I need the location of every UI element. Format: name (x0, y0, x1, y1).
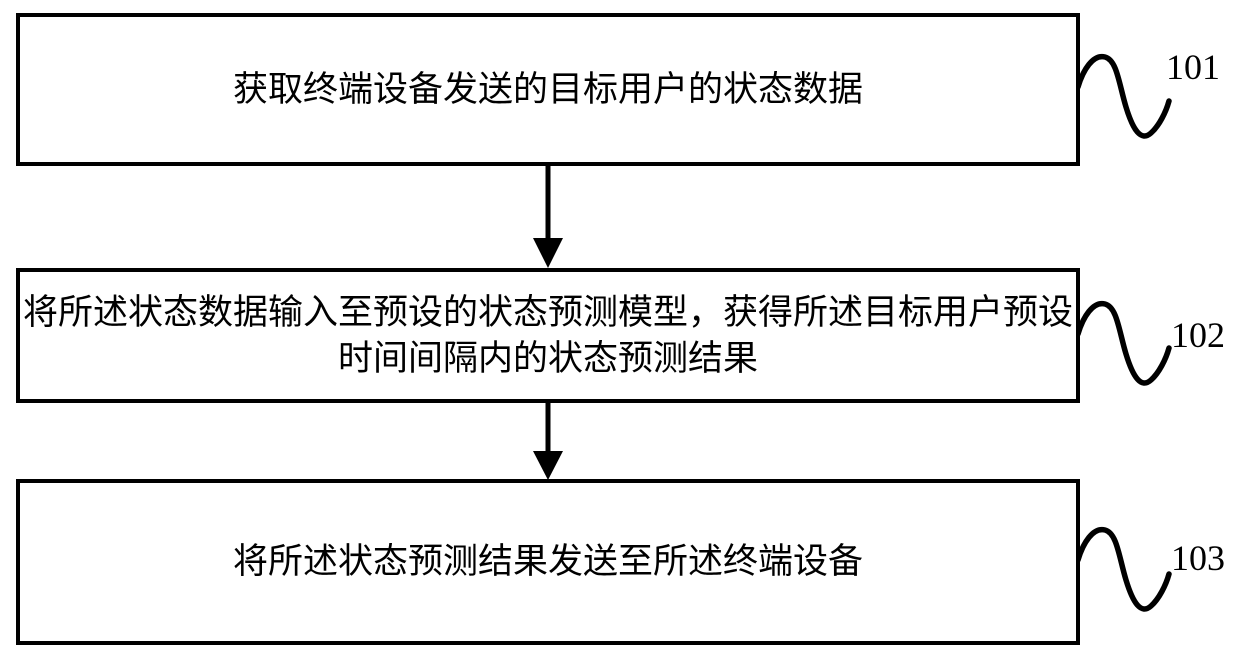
step-box-102: 将所述状态数据输入至预设的状态预测模型，获得所述目标用户预设 时间间隔内的状态预… (16, 268, 1080, 403)
step-101-text: 获取终端设备发送的目标用户的状态数据 (232, 69, 863, 109)
squiggle-icon (1076, 53, 1172, 139)
squiggle-icon (1076, 300, 1172, 386)
down-arrow-icon (533, 164, 563, 268)
step-box-101: 获取终端设备发送的目标用户的状态数据 (16, 13, 1080, 166)
step-102-text-line-1: 将所述状态数据输入至预设的状态预测模型，获得所述目标用户预设 (22, 292, 1073, 332)
reference-label-102: 102 (1171, 315, 1225, 355)
reference-label-103: 103 (1171, 538, 1225, 578)
reference-label-101: 101 (1166, 47, 1220, 87)
down-arrow-icon (533, 401, 563, 480)
squiggle-icon (1076, 526, 1172, 612)
step-103-text: 将所述状态预测结果发送至所述终端设备 (232, 542, 863, 581)
step-box-103: 将所述状态预测结果发送至所述终端设备 (16, 479, 1080, 645)
step-102-text-line-2: 时间间隔内的状态预测结果 (337, 338, 758, 378)
